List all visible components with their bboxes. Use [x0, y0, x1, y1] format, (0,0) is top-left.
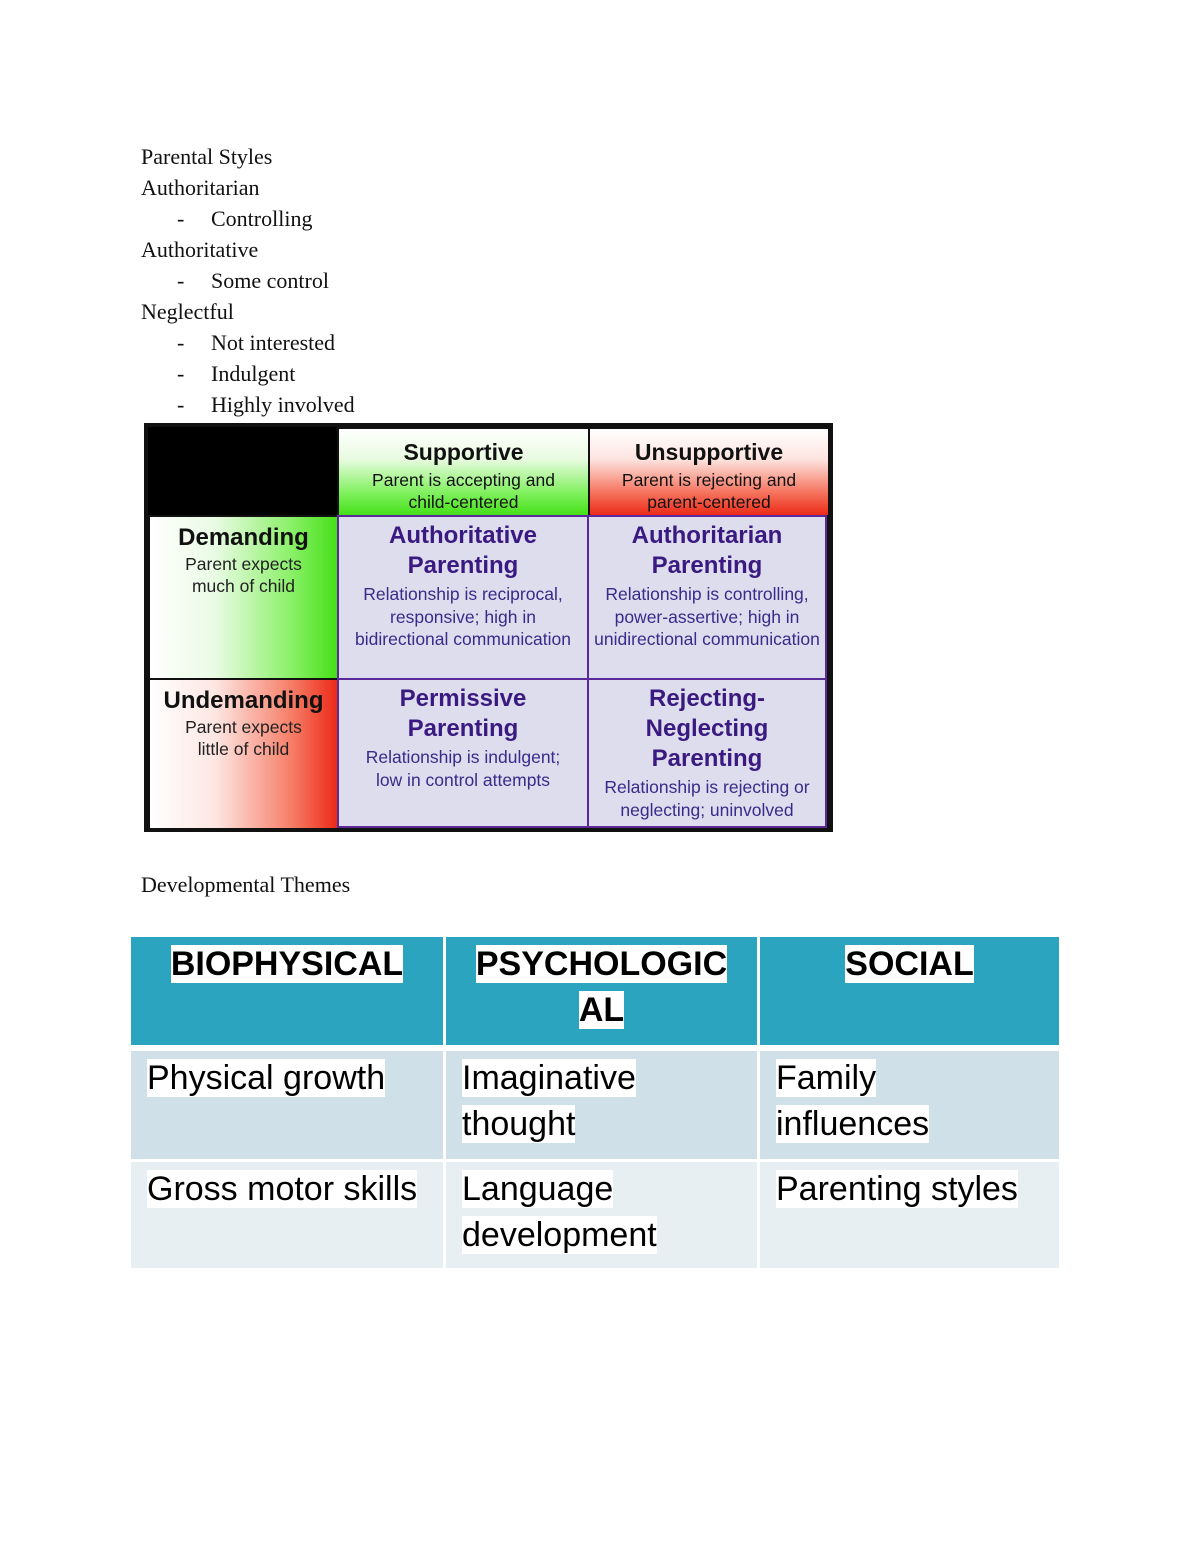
table-cell: Physical growth — [131, 1051, 446, 1159]
style-label-authoritative: Authoritative — [141, 237, 259, 262]
demanding-title: Demanding — [178, 524, 309, 551]
table-row: Gross motor skills Language development … — [131, 1162, 1059, 1268]
bullet-item: -Highly involved — [177, 392, 355, 417]
table-cell: Gross motor skills — [131, 1162, 446, 1268]
table-cell: Imaginative thought — [446, 1051, 760, 1159]
undemanding-header: Undemanding Parent expects little of chi… — [150, 680, 337, 828]
style-label-neglectful: Neglectful — [141, 299, 234, 324]
authoritative-title: Authoritative Parenting — [388, 522, 537, 579]
authoritarian-parenting-cell: Authoritarian Parenting Relationship is … — [587, 515, 827, 680]
style-label-authoritarian: Authoritarian — [141, 175, 260, 200]
table-cell: Parenting styles — [760, 1162, 1059, 1268]
supportive-subtitle: Parent is accepting and child-centered — [372, 470, 555, 512]
notes-title: Parental Styles — [141, 144, 273, 169]
column-header: BIOPHYSICAL — [131, 937, 446, 1045]
authoritarian-desc: Relationship is controlling, power-asser… — [594, 584, 820, 649]
demanding-subtitle: Parent expects much of child — [185, 554, 302, 596]
permissive-title: Permissive Parenting — [399, 685, 527, 742]
unsupportive-subtitle: Parent is rejecting and parent-centered — [621, 470, 797, 512]
supportive-title: Supportive — [403, 439, 524, 465]
unsupportive-title: Unsupportive — [634, 439, 784, 465]
undemanding-subtitle: Parent expects little of child — [185, 717, 302, 759]
column-header: SOCIAL — [760, 937, 1059, 1045]
authoritative-desc: Relationship is reciprocal, responsive; … — [355, 584, 571, 649]
parental-styles-notes: Parental Styles Authoritarian -Controlli… — [141, 141, 355, 420]
table-cell: Language development — [446, 1162, 760, 1268]
supportive-header: Supportive Parent is accepting and child… — [339, 429, 588, 515]
developmental-themes-title: Developmental Themes — [141, 872, 351, 897]
rejecting-desc: Relationship is rejecting or neglecting;… — [604, 777, 810, 820]
table-cell: Family influences — [760, 1051, 1059, 1159]
table-header-row: BIOPHYSICAL PSYCHOLOGICAL SOCIAL — [131, 937, 1059, 1051]
matrix-corner — [148, 427, 337, 515]
bullet-item: -Some control — [177, 268, 329, 293]
column-header: PSYCHOLOGICAL — [446, 937, 760, 1045]
parenting-styles-matrix: Supportive Parent is accepting and child… — [144, 423, 833, 832]
permissive-desc: Relationship is indulgent; low in contro… — [365, 747, 561, 790]
permissive-parenting-cell: Permissive Parenting Relationship is ind… — [337, 678, 589, 828]
authoritarian-title: Authoritarian Parenting — [631, 522, 783, 579]
unsupportive-header: Unsupportive Parent is rejecting and par… — [590, 429, 828, 515]
bullet-item: -Not interested — [177, 330, 336, 355]
table-row: Physical growth Imaginative thought Fami… — [131, 1051, 1059, 1162]
demanding-header: Demanding Parent expects much of child — [150, 517, 337, 678]
undemanding-title: Undemanding — [163, 687, 324, 714]
bullet-item: -Controlling — [177, 206, 313, 231]
rejecting-title: Rejecting-Neglecting Parenting — [645, 685, 769, 772]
developmental-themes-table: BIOPHYSICAL PSYCHOLOGICAL SOCIAL Physica… — [131, 937, 1059, 1268]
authoritative-parenting-cell: Authoritative Parenting Relationship is … — [337, 515, 589, 680]
rejecting-neglecting-parenting-cell: Rejecting-Neglecting Parenting Relations… — [587, 678, 827, 828]
bullet-item: -Indulgent — [177, 361, 296, 386]
